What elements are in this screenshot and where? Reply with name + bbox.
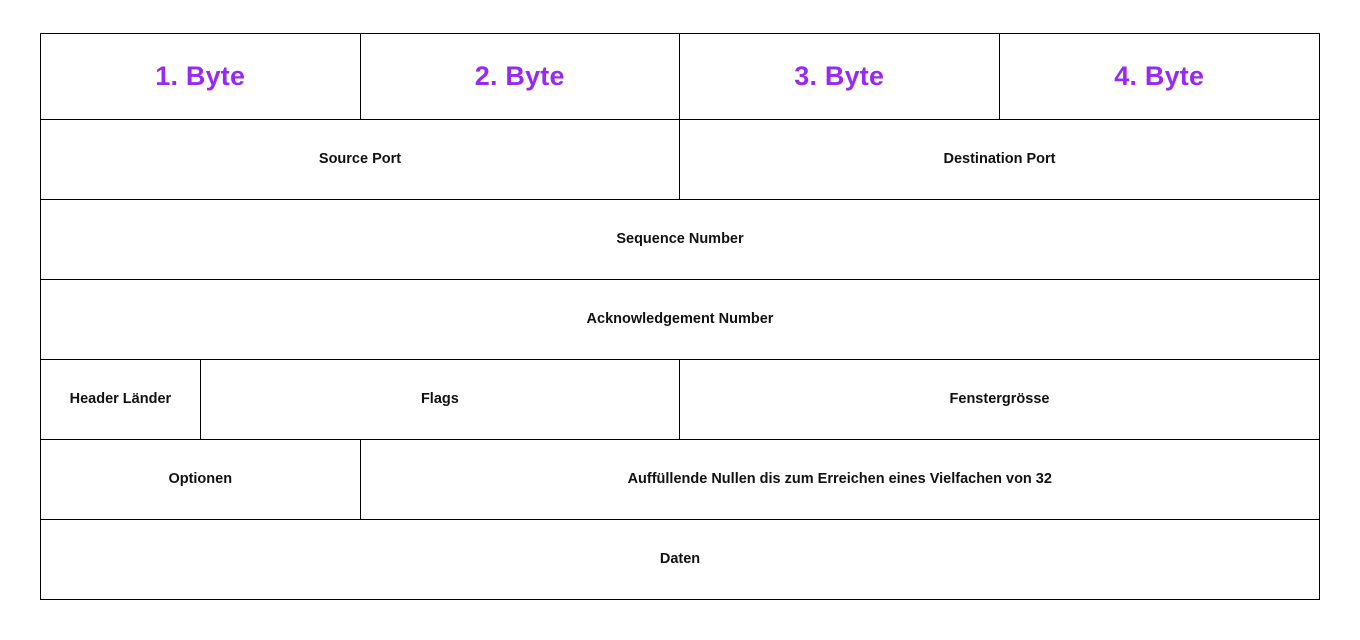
- field-label-header-laender: Header Länder: [69, 390, 172, 407]
- row-data: Daten: [40, 520, 1320, 600]
- byte-header-cell-2: 2. Byte: [361, 34, 680, 119]
- field-sequence-number: Sequence Number: [41, 200, 1319, 279]
- field-label-sequence-number: Sequence Number: [616, 230, 744, 247]
- row-acknowledgement-number: Acknowledgement Number: [40, 280, 1320, 360]
- row-options: Optionen Auffüllende Nullen dis zum Erre…: [40, 440, 1320, 520]
- field-label-source-port: Source Port: [318, 150, 402, 167]
- byte-label-4: 4. Byte: [1114, 61, 1205, 91]
- field-label-acknowledgement-number: Acknowledgement Number: [586, 310, 774, 327]
- row-sequence-number: Sequence Number: [40, 200, 1320, 280]
- byte-label-3: 3. Byte: [794, 61, 885, 91]
- field-label-optionen: Optionen: [168, 470, 233, 487]
- byte-header-cell-1: 1. Byte: [41, 34, 361, 119]
- field-fenstergroesse: Fenstergrösse: [680, 360, 1319, 439]
- field-optionen: Optionen: [41, 440, 361, 519]
- field-header-laender: Header Länder: [41, 360, 201, 439]
- field-label-flags: Flags: [420, 390, 459, 407]
- field-flags: Flags: [201, 360, 681, 439]
- field-acknowledgement-number: Acknowledgement Number: [41, 280, 1319, 359]
- field-label-fenstergroesse: Fenstergrösse: [949, 390, 1050, 407]
- field-daten: Daten: [41, 520, 1319, 599]
- field-label-destination-port: Destination Port: [943, 150, 1056, 167]
- byte-label-2: 2. Byte: [474, 61, 565, 91]
- byte-header-row: 1. Byte 2. Byte 3. Byte 4. Byte: [40, 33, 1320, 120]
- row-ports: Source Port Destination Port: [40, 120, 1320, 200]
- field-destination-port: Destination Port: [680, 120, 1319, 199]
- field-source-port: Source Port: [41, 120, 680, 199]
- field-padding-zeros: Auffüllende Nullen dis zum Erreichen ein…: [361, 440, 1319, 519]
- byte-label-1: 1. Byte: [155, 61, 246, 91]
- row-flags: Header Länder Flags Fenstergrösse: [40, 360, 1320, 440]
- byte-header-cell-3: 3. Byte: [680, 34, 1000, 119]
- field-label-padding-zeros: Auffüllende Nullen dis zum Erreichen ein…: [627, 470, 1052, 487]
- tcp-header-diagram: 1. Byte 2. Byte 3. Byte 4. Byte Source P…: [40, 33, 1320, 600]
- field-label-daten: Daten: [659, 550, 701, 567]
- byte-header-cell-4: 4. Byte: [1000, 34, 1320, 119]
